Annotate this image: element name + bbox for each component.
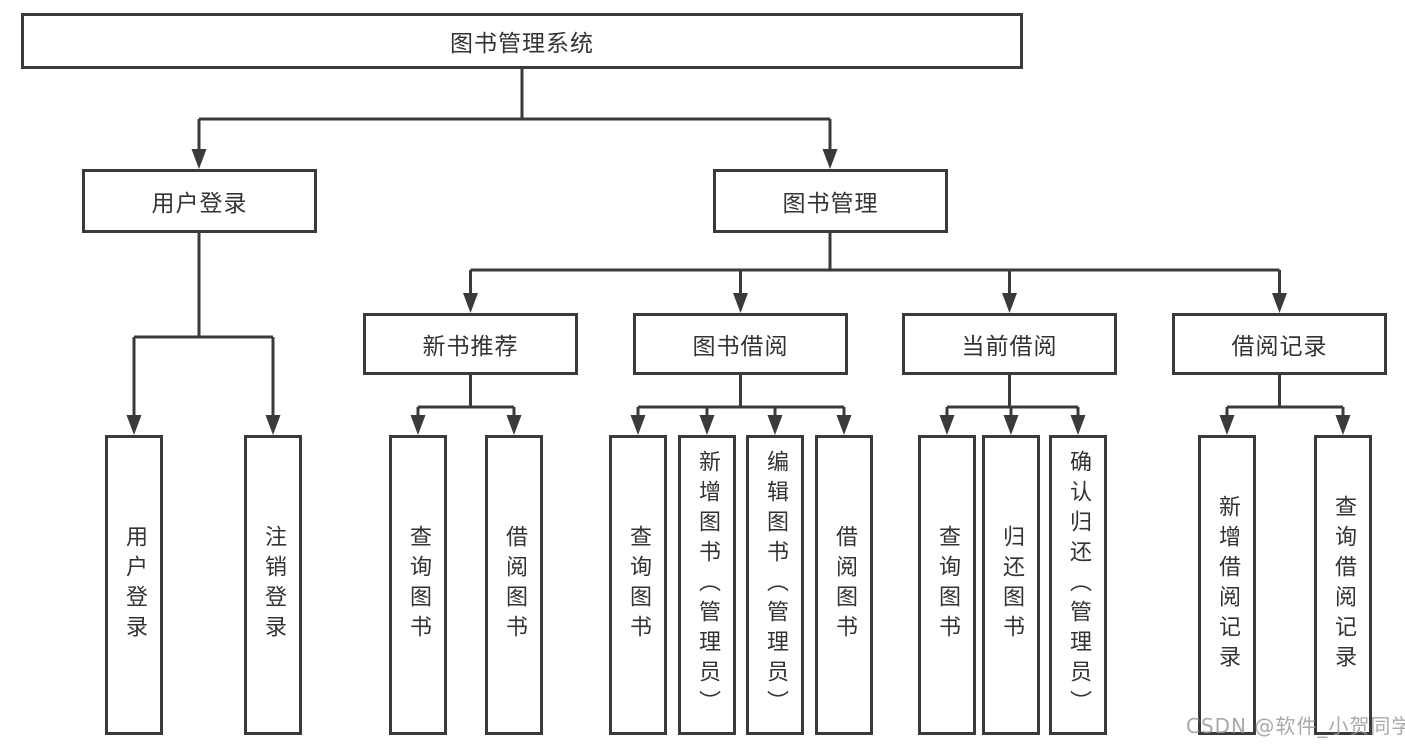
leaf-return-book: 归还图书 xyxy=(982,435,1040,735)
leaf-user-login: 用户登录 xyxy=(105,435,163,735)
node-label: 归还图书 xyxy=(999,525,1024,645)
node-label: 查询图书 xyxy=(935,525,960,645)
node-label: 用户登录 xyxy=(151,191,248,217)
node-label: 查询图书 xyxy=(406,525,431,645)
node-book-borrowing: 图书借阅 xyxy=(633,313,848,375)
watermark: CSDN @软件_小贺同学 xyxy=(1186,714,1405,738)
leaf-add-borrow-record: 新增借阅记录 xyxy=(1198,435,1256,735)
node-label: 编辑图书（管理员） xyxy=(763,450,788,720)
node-label: 借阅记录 xyxy=(1231,334,1328,360)
leaf-query-borrow-record: 查询借阅记录 xyxy=(1314,435,1372,735)
leaf-query-books-recommend: 查询图书 xyxy=(389,435,447,735)
node-label: 借阅图书 xyxy=(502,525,527,645)
node-label: 当前借阅 xyxy=(961,334,1058,360)
node-label: 图书管理 xyxy=(782,191,879,217)
node-label: 注销登录 xyxy=(261,525,286,645)
leaf-add-book-admin: 新增图书（管理员） xyxy=(678,435,736,735)
leaf-borrow-books-recommend: 借阅图书 xyxy=(485,435,543,735)
node-user-login: 用户登录 xyxy=(82,169,317,233)
node-label: 用户登录 xyxy=(122,525,147,645)
node-label: 新增图书（管理员） xyxy=(695,450,720,720)
leaf-logout: 注销登录 xyxy=(244,435,302,735)
node-label: 图书借阅 xyxy=(692,334,789,360)
node-label: 借阅图书 xyxy=(832,525,857,645)
node-label: 确认归还（管理员） xyxy=(1066,450,1091,720)
node-book-management: 图书管理 xyxy=(713,169,948,233)
node-label: 新增借阅记录 xyxy=(1215,495,1240,675)
node-library-system: 图书管理系统 xyxy=(21,13,1023,69)
leaf-query-books-current: 查询图书 xyxy=(918,435,976,735)
node-label: 查询借阅记录 xyxy=(1331,495,1356,675)
node-borrowing-records: 借阅记录 xyxy=(1172,313,1387,375)
node-current-borrowing: 当前借阅 xyxy=(902,313,1117,375)
leaf-borrow-books: 借阅图书 xyxy=(815,435,873,735)
leaf-query-books-borrow: 查询图书 xyxy=(609,435,667,735)
leaf-confirm-return-admin: 确认归还（管理员） xyxy=(1049,435,1107,735)
node-label: 图书管理系统 xyxy=(450,31,594,57)
node-label: 新书推荐 xyxy=(422,334,519,360)
node-new-book-recommend: 新书推荐 xyxy=(363,313,578,375)
leaf-edit-book-admin: 编辑图书（管理员） xyxy=(746,435,804,735)
arrowheads xyxy=(126,119,1351,435)
node-label: 查询图书 xyxy=(626,525,651,645)
